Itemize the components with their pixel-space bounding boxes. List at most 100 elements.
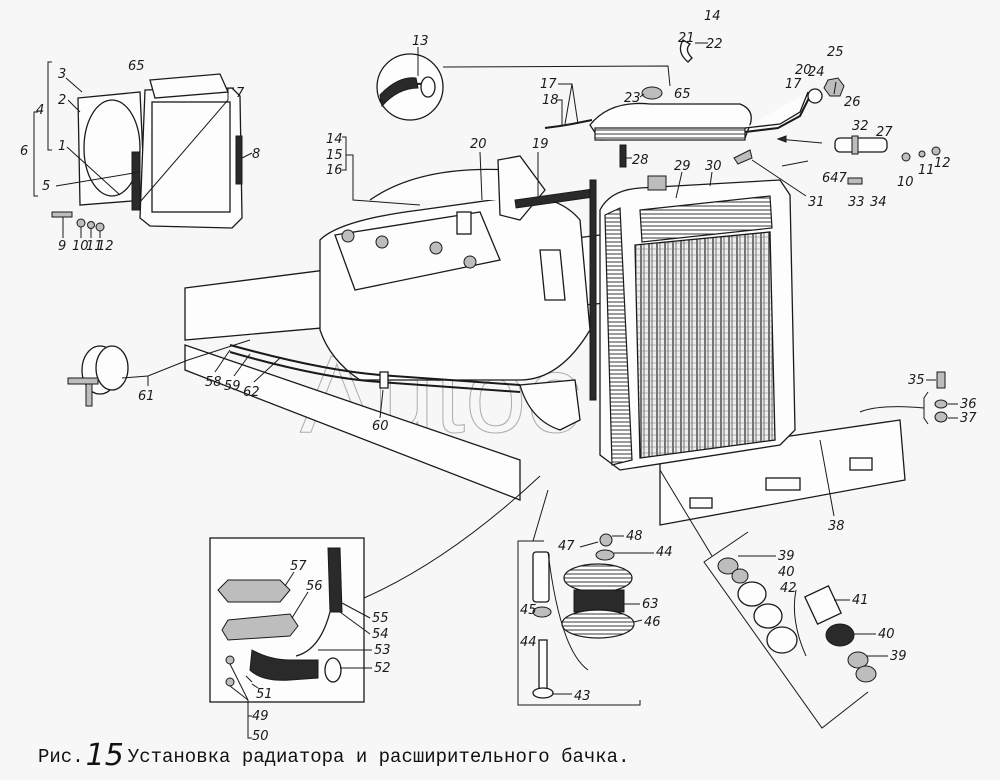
cotter-pin-47 [579, 541, 599, 548]
shroud-opening [83, 99, 141, 197]
callout-25: 25 [827, 45, 844, 60]
callout-38: 38 [828, 519, 845, 534]
callout-9: 9 [58, 239, 66, 254]
callout-59: 59 [224, 379, 241, 394]
cushion-plate-top [563, 563, 633, 593]
callout-24: 24 [808, 65, 825, 80]
callout-65-tank: 65 [674, 87, 691, 102]
callout-51: 51 [256, 687, 273, 702]
bracket-4 [47, 61, 52, 151]
callout-56: 56 [306, 579, 323, 594]
frame-window [151, 101, 231, 213]
bracket-6 [33, 111, 38, 197]
callout-17-left: 17 [540, 77, 557, 92]
callout-30: 30 [705, 159, 722, 174]
pin-51 [245, 675, 253, 683]
callout-50: 50 [252, 729, 269, 744]
radiator-core [589, 175, 796, 471]
callout-22: 22 [706, 37, 723, 52]
callout-52: 52 [374, 661, 391, 676]
callout-53: 53 [374, 643, 391, 658]
washer-40-left [737, 581, 767, 607]
washer-40-right [825, 623, 855, 647]
clamp-21 [679, 39, 693, 63]
caption-title: Установка радиатора и расширительного ба… [127, 746, 630, 768]
nut-12 [95, 222, 105, 232]
washer-49-b [225, 677, 235, 687]
callout-26: 26 [844, 95, 861, 110]
hose-55 [327, 547, 343, 613]
callout-62: 62 [243, 385, 260, 400]
washer-10 [76, 218, 86, 228]
callout-65-shroud: 65 [128, 59, 145, 74]
callout-14-top: 14 [704, 9, 721, 24]
detail-box-link [363, 475, 541, 599]
caption-prefix: Рис. [38, 746, 84, 768]
detail-box-bushing-set [659, 469, 877, 729]
callout-31: 31 [808, 195, 825, 210]
hose-clamp-61 [67, 345, 129, 407]
callout-48: 48 [626, 529, 643, 544]
callout-46: 46 [644, 615, 661, 630]
cushion-plate-46 [561, 609, 635, 639]
callout-35: 35 [908, 373, 925, 388]
callout-1: 1 [58, 139, 66, 154]
fasteners-9-12 [51, 211, 105, 238]
callout-3: 3 [58, 67, 66, 82]
callout-40-left: 40 [778, 565, 795, 580]
callout-10-right: 10 [897, 175, 914, 190]
leader-31 [781, 160, 809, 167]
detail-13-leader [442, 65, 671, 87]
castle-nut-48 [599, 533, 613, 547]
radiator-filler [647, 175, 667, 191]
washer-11 [87, 221, 95, 229]
hose-end-52 [324, 657, 342, 683]
union-24 [807, 88, 823, 104]
bolt-33 [847, 177, 863, 185]
callout-29: 29 [674, 159, 691, 174]
callout-41: 41 [852, 593, 869, 608]
nut-12-right [931, 146, 941, 156]
washer-36 [934, 399, 948, 409]
callout-36: 36 [960, 397, 977, 412]
callout-27: 27 [876, 125, 893, 140]
washer-44-lower [532, 606, 552, 618]
bolt-43 [538, 639, 548, 691]
fan-shroud-assembly [77, 73, 243, 229]
callout-13: 13 [412, 34, 429, 49]
callout-43: 43 [574, 689, 591, 704]
callout-47: 47 [558, 539, 575, 554]
filter-body [539, 249, 566, 301]
expansion-tank [544, 39, 845, 168]
spacer-41 [804, 585, 842, 625]
reservoir-cap [456, 211, 472, 235]
filler-cap-23 [641, 86, 663, 100]
callout-18: 18 [542, 93, 559, 108]
callout-10-shroud: 10 [72, 239, 89, 254]
detail-bushing-link [659, 469, 713, 557]
detail-mount-link [532, 489, 549, 542]
callout-11-shroud: 11 [86, 239, 103, 254]
callout-20-engine: 20 [470, 137, 487, 152]
rubber-cushion-63 [573, 589, 625, 613]
callout-49: 49 [252, 709, 269, 724]
callout-11-right: 11 [918, 163, 935, 178]
callout-44-lower: 44 [520, 635, 537, 650]
callout-2: 2 [58, 93, 66, 108]
fitting-27 [834, 137, 888, 153]
callout-57: 57 [290, 559, 307, 574]
bushing-42-a [753, 603, 783, 629]
flange-56 [221, 613, 299, 641]
washer-44-upper [595, 549, 615, 561]
drain-rod [589, 179, 597, 401]
hose-28 [619, 144, 627, 168]
detail-box-radiator-mount [517, 489, 641, 706]
callout-16: 16 [326, 163, 343, 178]
pipe-54 [295, 611, 331, 657]
callout-32: 32 [852, 119, 869, 134]
callout-4: 4 [36, 103, 44, 118]
callout-8: 8 [252, 147, 260, 162]
nut-39-left [717, 557, 739, 575]
crossmember-slot-1 [849, 457, 873, 471]
callout-20-tank: 20 [795, 63, 812, 78]
